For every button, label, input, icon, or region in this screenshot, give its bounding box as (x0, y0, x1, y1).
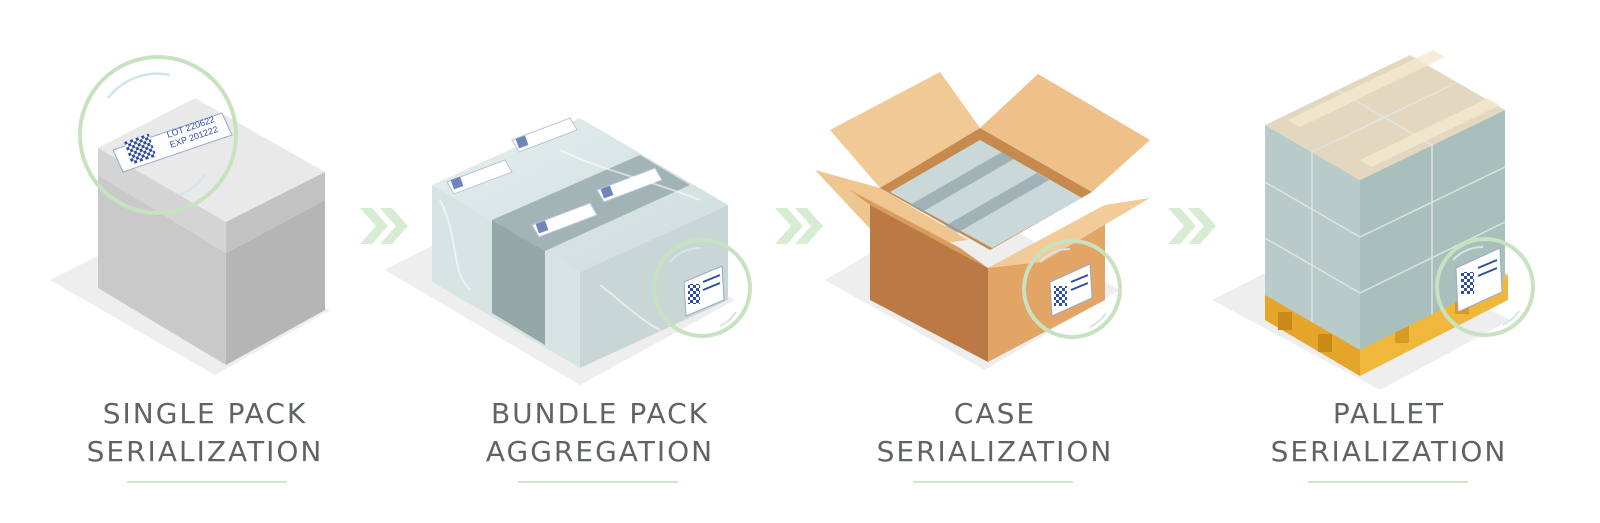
case-side-face (988, 205, 1105, 362)
magnifier-ring-icon (1435, 237, 1535, 337)
caption-line-2: SERIALIZATION (86, 435, 324, 468)
box-lid-front-edge (98, 148, 226, 253)
caption-line-1: BUNDLE PACK (490, 397, 710, 430)
bundle-tape-front (492, 220, 545, 345)
caption-line-2: SERIALIZATION (1270, 435, 1508, 468)
case-back-flap (830, 72, 980, 188)
case-left-flap (815, 170, 968, 250)
box-lid-side-edge (226, 172, 325, 253)
pallet-tape (1288, 50, 1500, 167)
chevron-double-right-icon (1168, 208, 1216, 244)
pallet-illustration (1212, 50, 1535, 390)
caption-line-1: CASE (953, 397, 1037, 430)
bundle-wrap-streaks (439, 149, 701, 331)
magnifier-ring-icon (78, 55, 238, 215)
case-front-flap (988, 198, 1150, 268)
pallet-label (1455, 247, 1503, 313)
chevron-double-right-icon (775, 208, 823, 244)
magnifier-ring-icon (1022, 239, 1122, 339)
case-contents (890, 140, 1082, 248)
case-content-bands (910, 152, 1049, 233)
box-lid-top (98, 98, 325, 222)
caption-single-pack: SINGLE PACK SERIALIZATION (45, 395, 365, 471)
caption-case: CASE SERIALIZATION (835, 395, 1155, 471)
box-front-face (98, 175, 226, 365)
case-label (1049, 263, 1093, 317)
magnifier-ring-icon (652, 238, 752, 338)
caption-underline (913, 481, 1073, 483)
bundle-qr-marks (450, 135, 614, 234)
bundle-labels (446, 117, 663, 238)
single-pack-illustration: LOT 220622 EXP 201222 (50, 55, 330, 375)
caption-underline (518, 481, 678, 483)
case-illustration (815, 72, 1150, 370)
caption-pallet: PALLET SERIALIZATION (1229, 395, 1549, 471)
caption-line-2: AGGREGATION (485, 435, 715, 468)
case-back-right-flap (980, 74, 1150, 192)
caption-bundle-pack: BUNDLE PACK AGGREGATION (440, 395, 760, 471)
qr-code-icon (124, 133, 157, 165)
case-left-front-flap (850, 190, 988, 268)
caption-line-1: PALLET (1332, 397, 1446, 430)
bundle-side-label (683, 265, 725, 317)
bundle-pack-illustration (385, 117, 752, 385)
box-side-face (226, 200, 325, 365)
chevron-double-right-icon (360, 208, 408, 244)
caption-underline (1308, 481, 1468, 483)
case-front-face (870, 205, 988, 362)
caption-line-2: SERIALIZATION (876, 435, 1114, 468)
caption-underline (127, 481, 287, 483)
caption-line-1: SINGLE PACK (102, 397, 308, 430)
